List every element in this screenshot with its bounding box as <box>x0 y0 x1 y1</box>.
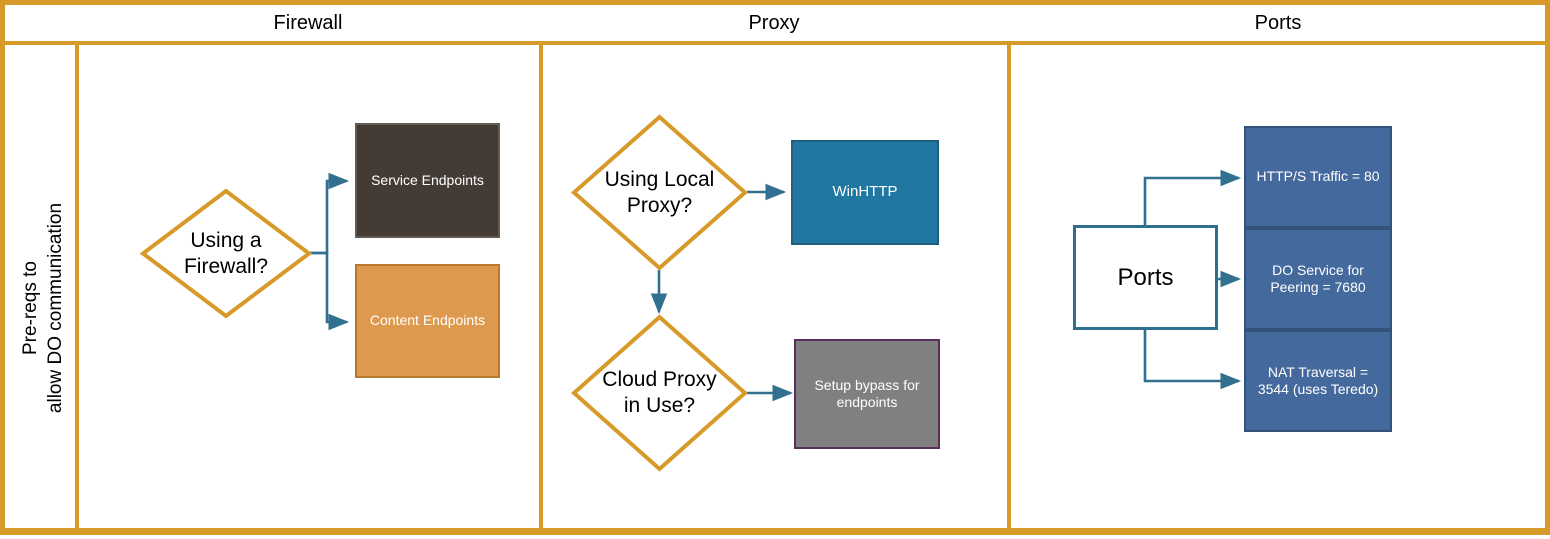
decision-using-local-proxy-label: Using Local Proxy? <box>604 167 715 217</box>
connector-ports-to-http <box>1143 169 1242 225</box>
frame-top-border <box>0 0 1550 5</box>
frame-left-border <box>0 0 5 535</box>
box-port-do-service-peering[interactable]: DO Service for Peering = 7680 <box>1244 228 1392 330</box>
connector-firewall-to-content-endpoints <box>310 251 350 331</box>
decision-using-a-firewall[interactable]: Using a Firewall? <box>140 188 312 319</box>
box-winhttp-label: WinHTTP <box>832 183 898 201</box>
frame-bottom-border <box>0 528 1550 535</box>
box-port-http-traffic[interactable]: HTTP/S Traffic = 80 <box>1244 126 1392 228</box>
decision-using-local-proxy[interactable]: Using Local Proxy? <box>571 114 748 271</box>
column-divider-firewall <box>539 43 543 535</box>
box-ports-root[interactable]: Ports <box>1073 225 1218 330</box>
column-header-firewall: Firewall <box>273 12 343 34</box>
box-service-endpoints-label: Service Endpoints <box>371 171 484 188</box>
diamond-shape <box>571 114 748 271</box>
header-divider-rule <box>0 41 1550 45</box>
box-content-endpoints-label: Content Endpoints <box>369 312 486 329</box>
box-setup-bypass[interactable]: Setup bypass for endpoints <box>794 339 940 449</box>
box-port-do-service-peering-label: DO Service for Peering = 7680 <box>1270 261 1366 296</box>
box-winhttp[interactable]: WinHTTP <box>791 140 939 245</box>
connector-firewall-to-service-endpoints <box>310 172 350 255</box>
column-divider-label <box>75 43 79 535</box>
column-header-ports: Ports <box>1254 12 1302 34</box>
box-port-nat-traversal[interactable]: NAT Traversal = 3544 (uses Teredo) <box>1244 330 1392 432</box>
box-service-endpoints[interactable]: Service Endpoints <box>355 123 500 238</box>
column-divider-proxy <box>1007 43 1011 535</box>
box-content-endpoints[interactable]: Content Endpoints <box>355 264 500 378</box>
box-port-http-traffic-label: HTTP/S Traffic = 80 <box>1256 168 1380 185</box>
diamond-shape <box>571 314 748 472</box>
connector-ports-to-nat <box>1143 330 1242 390</box>
decision-cloud-proxy-in-use-label: Cloud Proxy in Use? <box>602 368 717 417</box>
diamond-shape <box>140 188 312 319</box>
swimlane-row-label: Pre-reqs to allow DO communication <box>20 202 66 414</box>
decision-using-a-firewall-label: Using a Firewall? <box>183 228 269 278</box>
frame-right-border <box>1545 0 1550 535</box>
decision-cloud-proxy-in-use[interactable]: Cloud Proxy in Use? <box>571 314 748 472</box>
box-port-nat-traversal-label: NAT Traversal = 3544 (uses Teredo) <box>1257 363 1379 398</box>
box-ports-root-label: Ports <box>1117 263 1174 291</box>
column-header-proxy: Proxy <box>748 12 800 34</box>
box-setup-bypass-label: Setup bypass for endpoints <box>814 376 920 411</box>
